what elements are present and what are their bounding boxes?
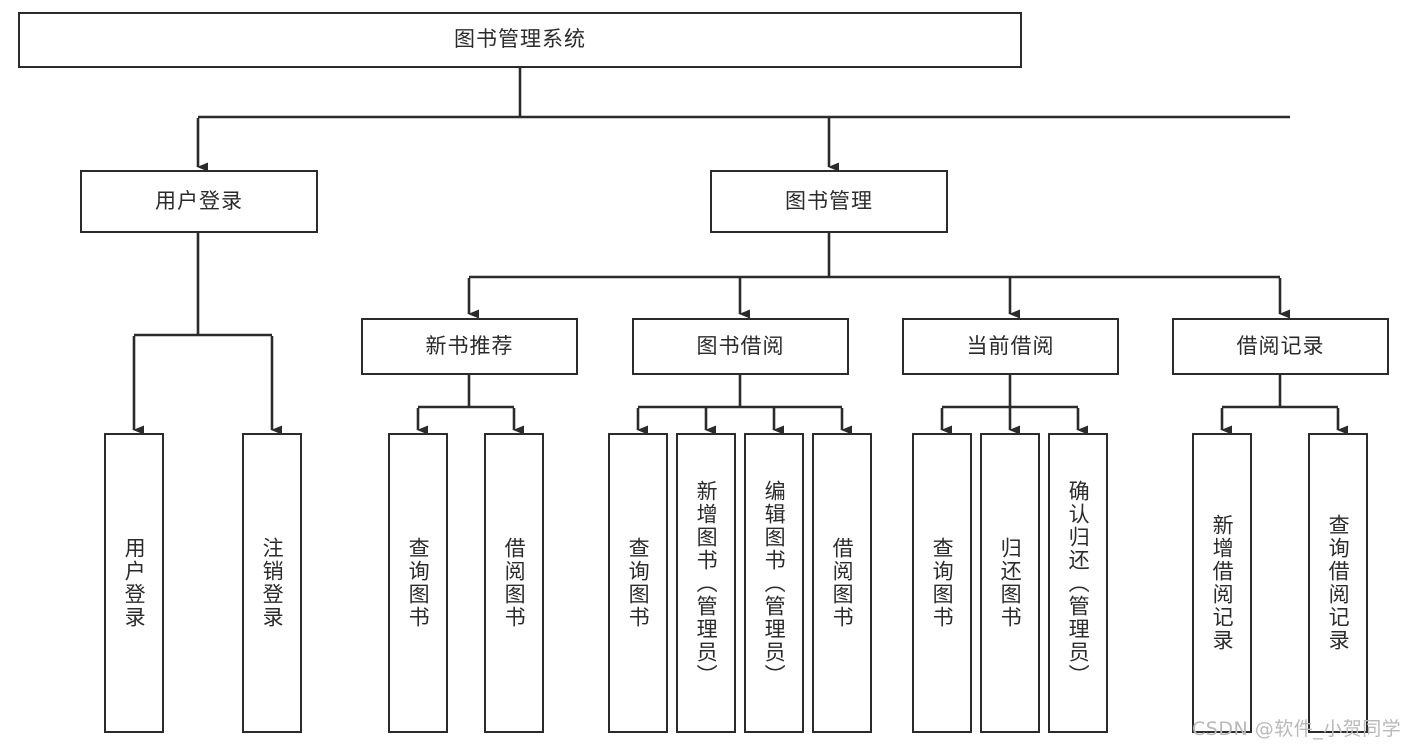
leaf-return-book[interactable]: 归还图书 <box>980 433 1040 733</box>
node-borrow-record[interactable]: 借阅记录 <box>1172 318 1389 375</box>
node-label: 借阅图书 <box>502 537 527 629</box>
node-user-login[interactable]: 用户登录 <box>80 170 318 233</box>
csdn-watermark: CSDN @软件_小贺同学 <box>1192 718 1402 740</box>
leaf-edit-book[interactable]: 编辑图书（管理员） <box>744 433 804 733</box>
node-book-borrow[interactable]: 图书借阅 <box>632 318 849 375</box>
leaf-add-book[interactable]: 新增图书（管理员） <box>676 433 736 733</box>
leaf-add-record[interactable]: 新增借阅记录 <box>1192 433 1252 733</box>
node-label: 查询图书 <box>626 537 651 629</box>
node-label: 新书推荐 <box>425 333 514 358</box>
leaf-user-login[interactable]: 用户登录 <box>104 433 164 733</box>
node-label: 确认归还（管理员） <box>1066 479 1091 687</box>
node-label: 用户登录 <box>122 537 147 629</box>
node-label: 查询图书 <box>930 537 955 629</box>
node-label: 当前借阅 <box>966 333 1055 358</box>
leaf-confirm-return[interactable]: 确认归还（管理员） <box>1048 433 1108 733</box>
node-label: 注销登录 <box>260 537 285 629</box>
leaf-query-book-1[interactable]: 查询图书 <box>388 433 448 733</box>
node-book-manage[interactable]: 图书管理 <box>710 170 948 233</box>
node-label: 图书管理 <box>785 188 873 213</box>
node-label: 图书管理系统 <box>454 27 586 52</box>
node-label: 图书借阅 <box>696 333 785 358</box>
leaf-borrow-book-1[interactable]: 借阅图书 <box>484 433 544 733</box>
leaf-query-book-2[interactable]: 查询图书 <box>608 433 668 733</box>
node-label: 编辑图书（管理员） <box>762 479 787 687</box>
leaf-logout[interactable]: 注销登录 <box>242 433 302 733</box>
node-label: 借阅记录 <box>1236 333 1325 358</box>
node-current-borrow[interactable]: 当前借阅 <box>902 318 1119 375</box>
node-label: 新增图书（管理员） <box>694 479 719 687</box>
node-label: 查询借阅记录 <box>1326 514 1351 652</box>
node-label: 归还图书 <box>998 537 1023 629</box>
node-label: 借阅图书 <box>830 537 855 629</box>
node-label: 查询图书 <box>406 537 431 629</box>
node-root-system[interactable]: 图书管理系统 <box>18 12 1022 68</box>
leaf-borrow-book-2[interactable]: 借阅图书 <box>812 433 872 733</box>
node-label: 用户登录 <box>155 188 243 213</box>
leaf-query-record[interactable]: 查询借阅记录 <box>1308 433 1368 733</box>
node-new-book-recommend[interactable]: 新书推荐 <box>361 318 578 375</box>
leaf-query-book-3[interactable]: 查询图书 <box>912 433 972 733</box>
node-label: 新增借阅记录 <box>1210 514 1235 652</box>
